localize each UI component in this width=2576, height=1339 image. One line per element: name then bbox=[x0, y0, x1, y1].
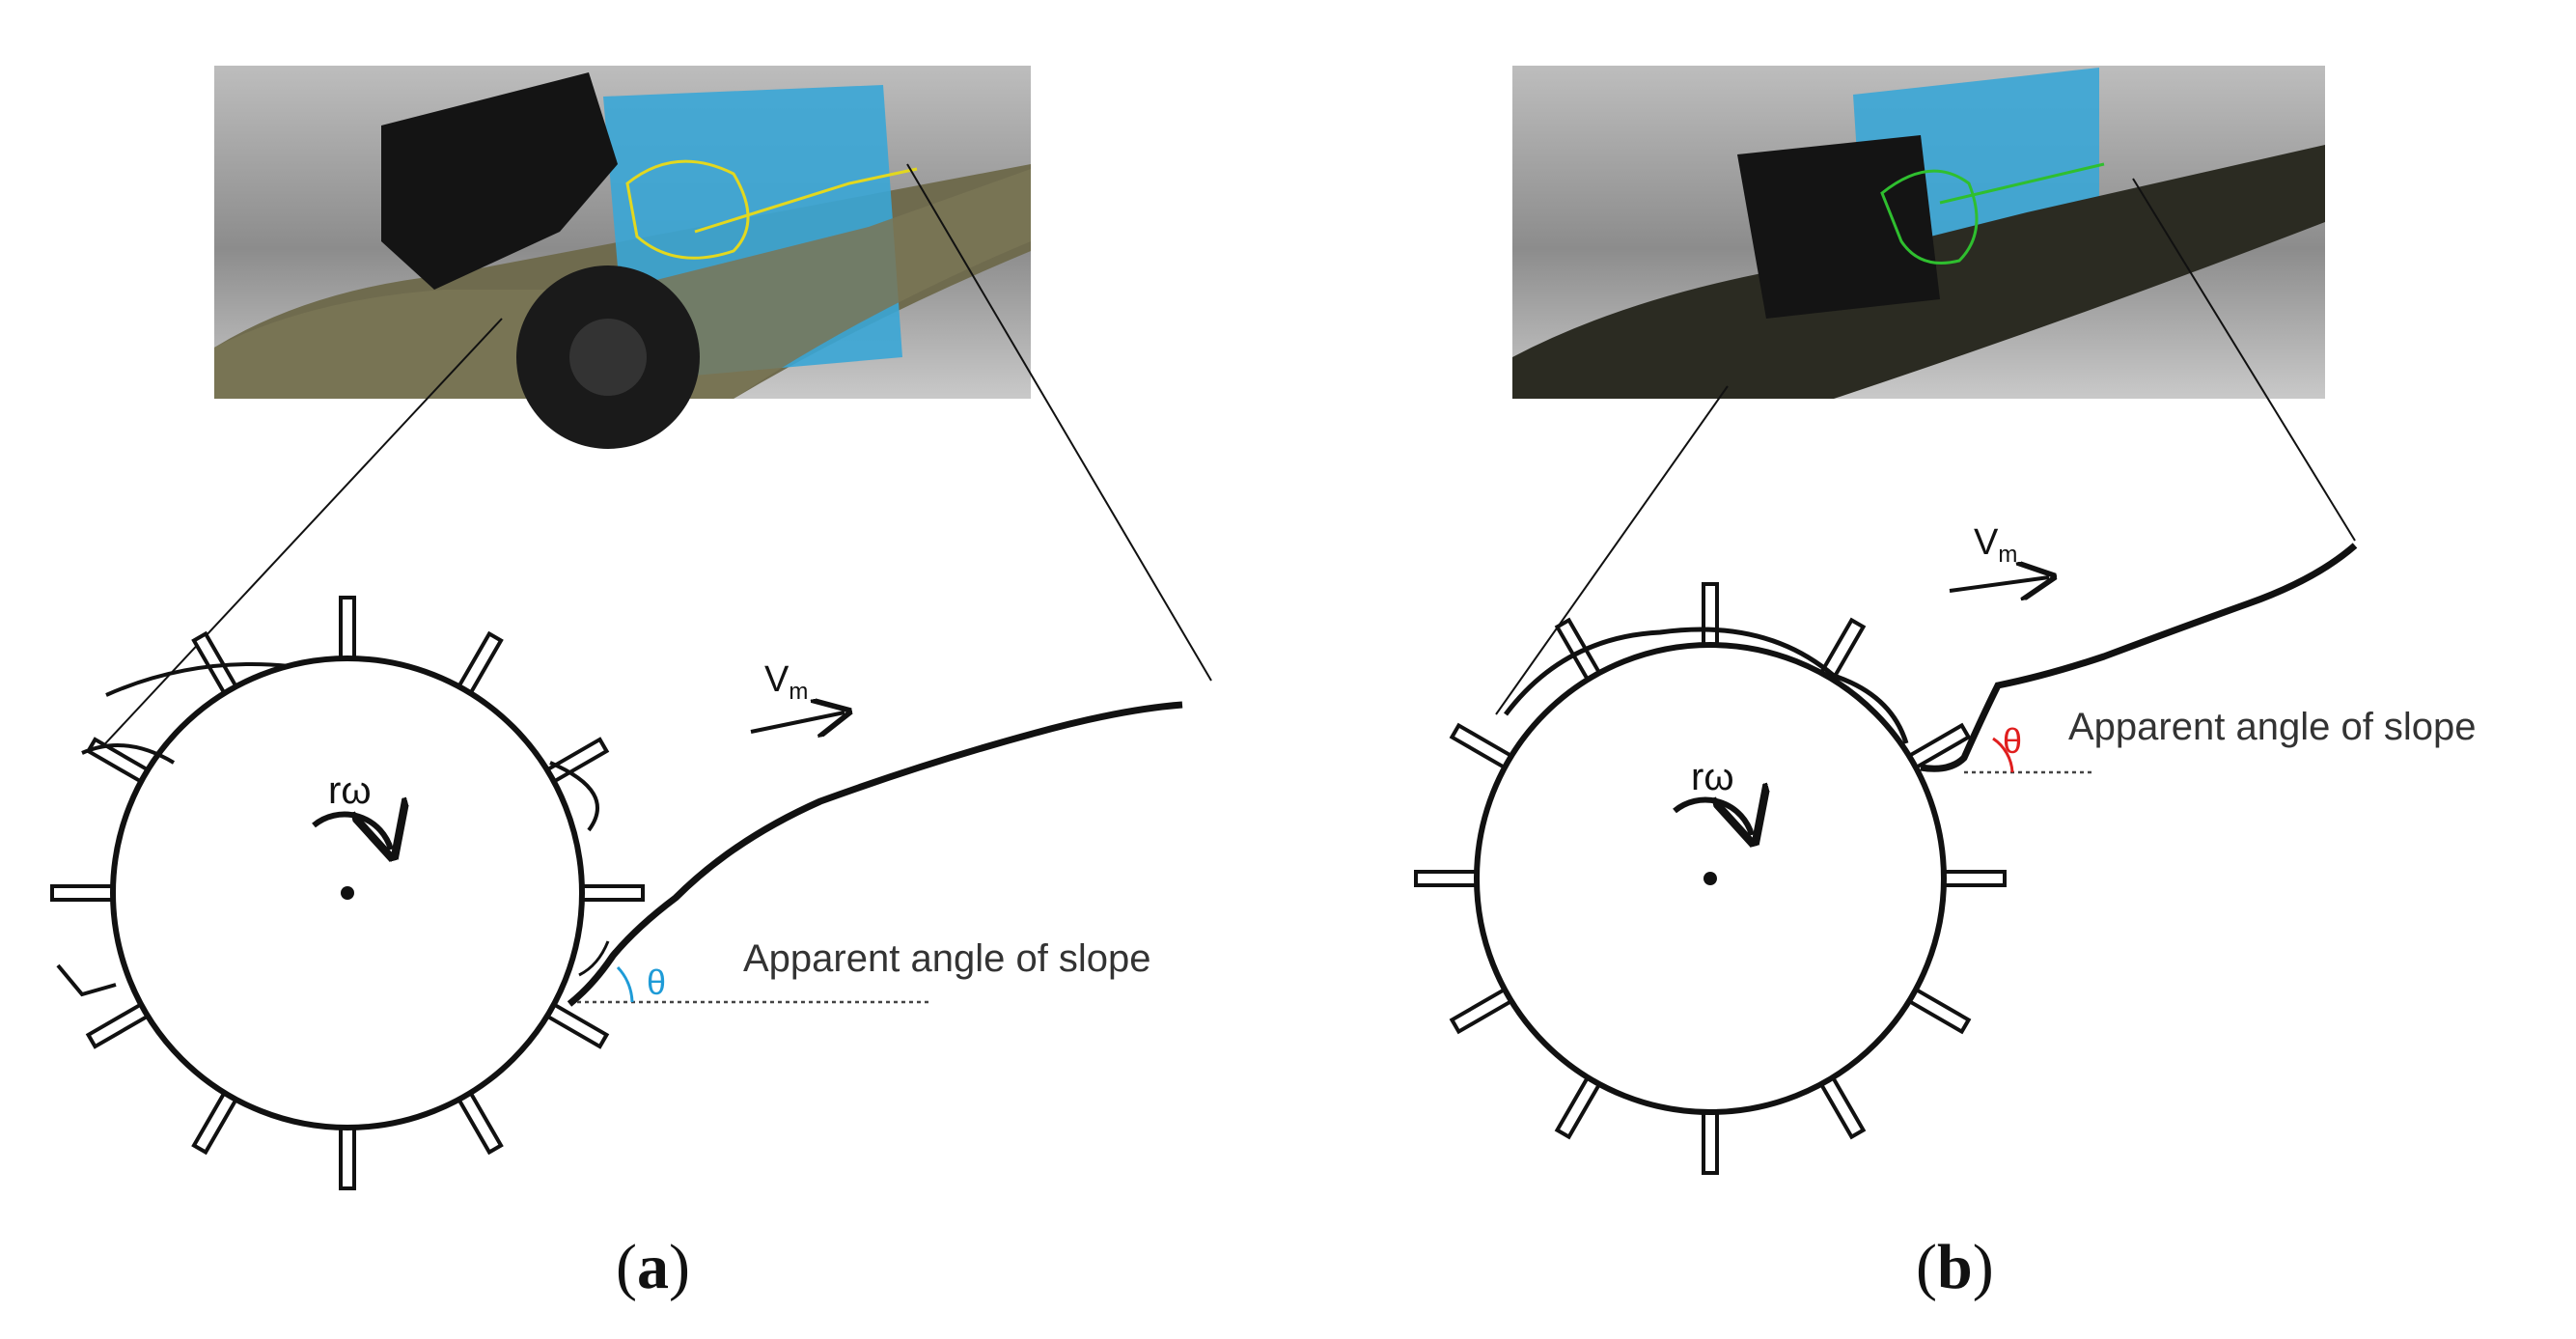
panel-a-vehicle-body bbox=[381, 72, 618, 290]
panel-b-wheel-lug bbox=[1702, 582, 1719, 650]
panel-b-wheel-center bbox=[1703, 872, 1717, 885]
panel-a-velocity-label: Vm bbox=[764, 659, 808, 705]
panel-b-wheel-lug bbox=[1414, 870, 1482, 887]
panel-b-velocity-arrow bbox=[1949, 577, 2049, 591]
panel-a-angle-arc bbox=[616, 965, 634, 1003]
panel-a-zoom-line-left bbox=[96, 318, 503, 754]
panel-a-profile-outline bbox=[625, 159, 918, 260]
panel-a-angle-symbol: θ bbox=[647, 962, 666, 1002]
panel-a-photo-inset bbox=[96, 66, 1212, 754]
panel-a-velocity-arrow bbox=[750, 712, 845, 732]
panel-b-caption: (b) bbox=[1916, 1232, 1994, 1302]
panel-b-wheel-lug bbox=[1939, 870, 2007, 887]
panel-b-zoom-line-left bbox=[1495, 385, 1729, 715]
panel-b-rotation-label: rω bbox=[1691, 756, 1734, 798]
panel-a-soil-profile bbox=[567, 701, 1183, 1007]
panel-b: rω θ Apparent angle of slope Vm bbox=[1414, 66, 2477, 1175]
panel-b-angle-arc bbox=[1992, 737, 2014, 773]
panel-a-wheel-lug bbox=[339, 1123, 356, 1190]
panel-a-caption: (a) bbox=[616, 1232, 690, 1302]
panel-a-slope-label: Apparent angle of slope bbox=[743, 937, 1151, 980]
panel-a-wheel-lug bbox=[50, 884, 118, 902]
panel-b-adhered-soil bbox=[1504, 627, 1909, 744]
panel-b-soil-profile bbox=[1920, 543, 2358, 772]
panel-b-profile-outline bbox=[1880, 162, 2105, 265]
panel-b-angle-symbol: θ bbox=[2003, 721, 2022, 761]
panel-b-zoom-line-right bbox=[2132, 178, 2356, 542]
panel-a: rω θ Apparent angle of slope Vm bbox=[50, 66, 1212, 1190]
panel-a-rotation-arrow bbox=[312, 815, 391, 850]
panel-a-wheel-lug bbox=[339, 596, 356, 663]
panel-b-wheel-lug bbox=[1702, 1107, 1719, 1175]
panel-a-adhered-soil bbox=[56, 662, 599, 997]
panel-a-wheel-center bbox=[341, 886, 354, 900]
panel-a-zoom-line-right bbox=[906, 163, 1212, 682]
panel-b-wheel-lugs bbox=[1414, 582, 2007, 1175]
panel-b-wheel: rω bbox=[1414, 582, 2007, 1175]
panel-b-vehicle-body bbox=[1737, 135, 1940, 319]
panel-b-rotation-arrow bbox=[1673, 800, 1752, 835]
panel-b-velocity-label: Vm bbox=[1974, 522, 2017, 568]
panel-a-wheel-lug bbox=[577, 884, 645, 902]
panel-a-rotation-label: rω bbox=[328, 769, 372, 812]
panel-b-slope-label: Apparent angle of slope bbox=[2068, 706, 2477, 748]
panel-a-wheel: rω bbox=[50, 596, 645, 1190]
panel-b-photo-inset bbox=[1495, 66, 2356, 715]
